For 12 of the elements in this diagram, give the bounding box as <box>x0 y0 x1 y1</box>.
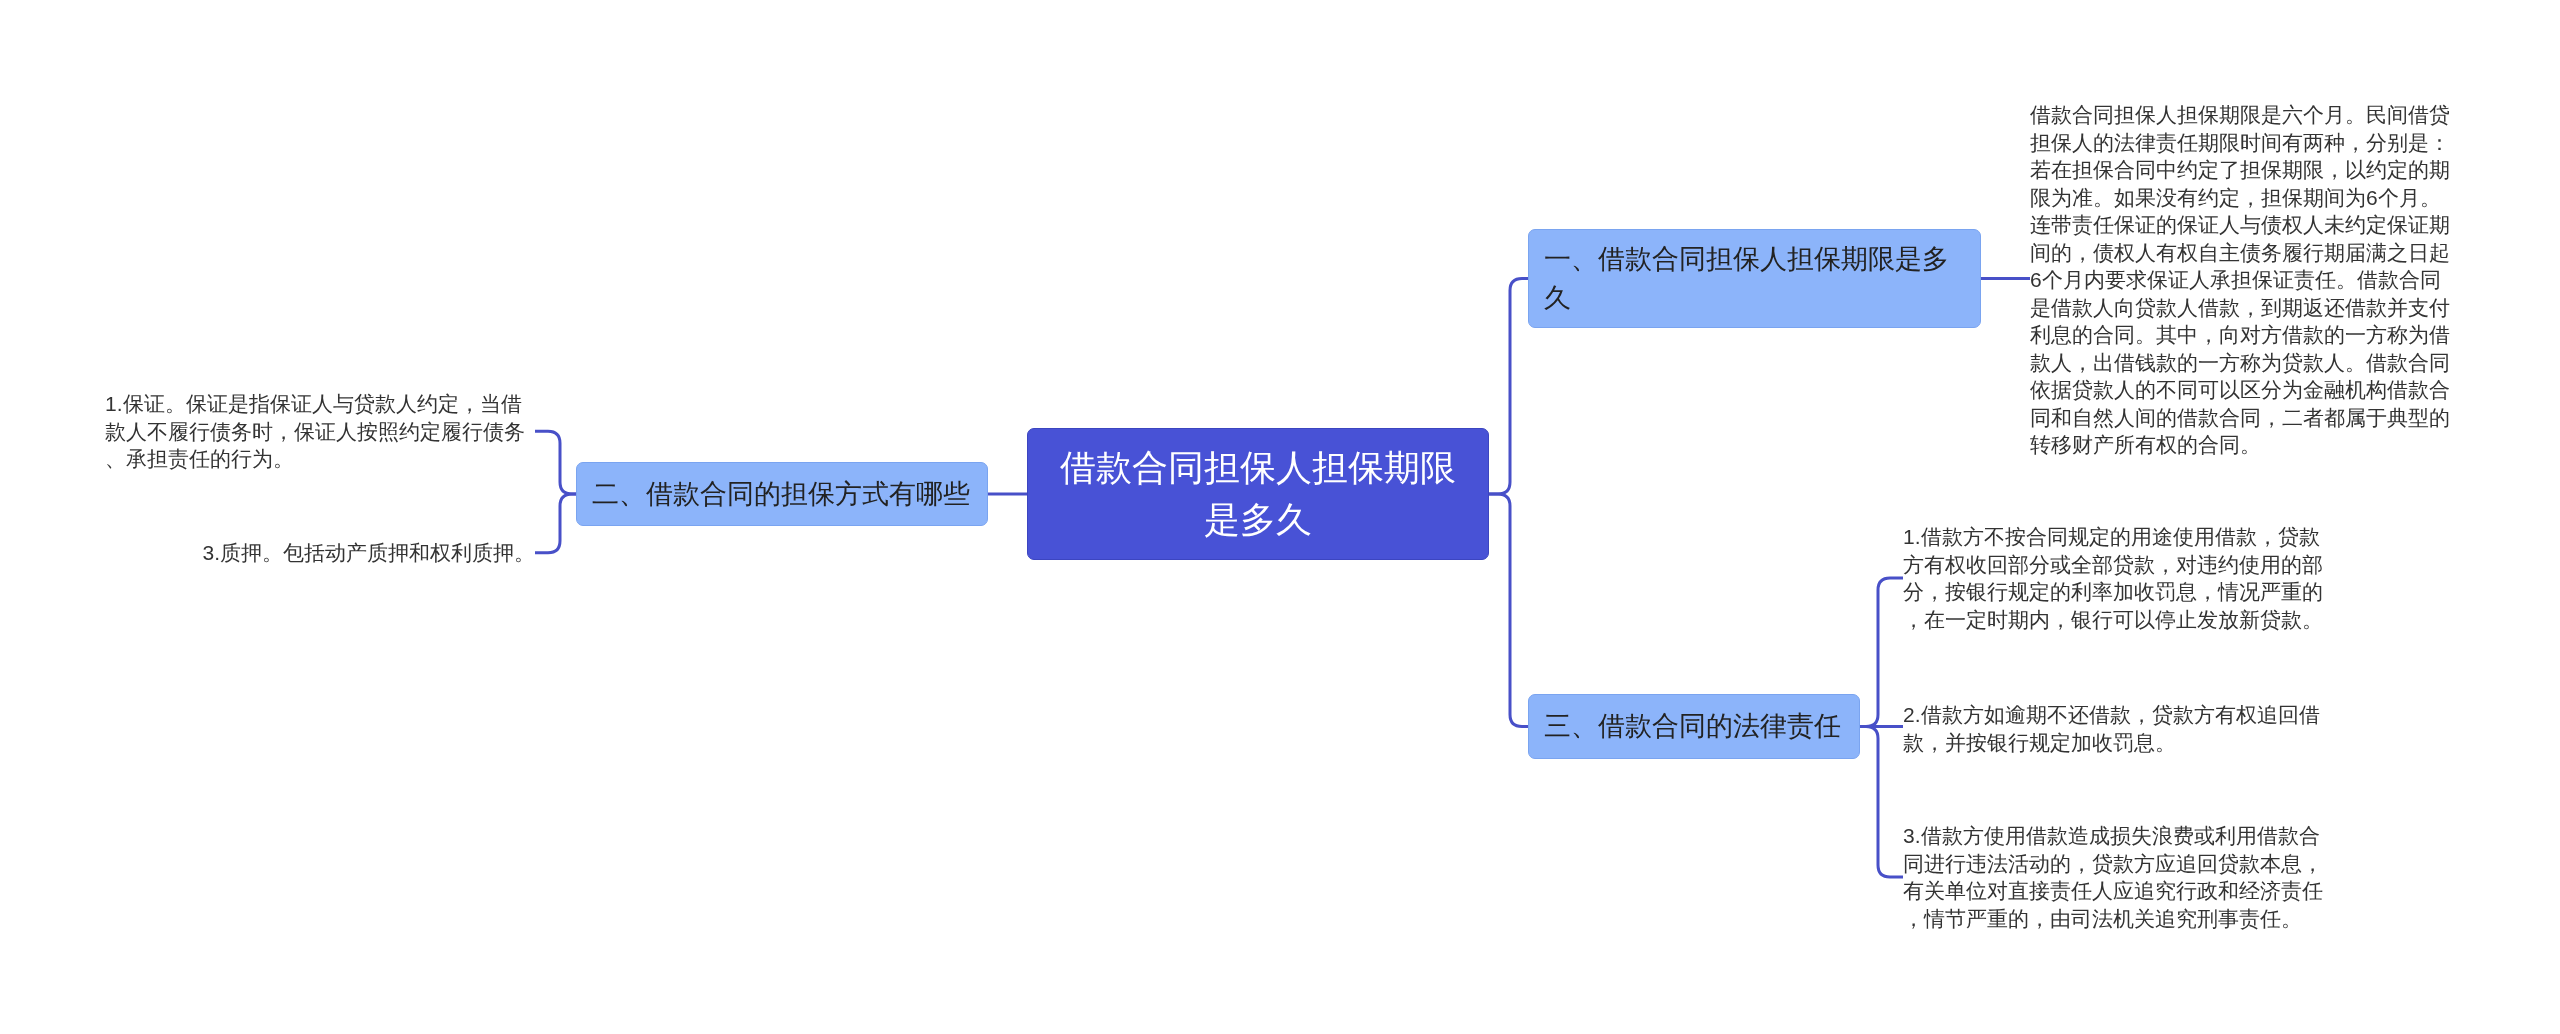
connector-line <box>988 492 1027 496</box>
topic-box: 一、借款合同担保人担保期限是多久 <box>1528 229 1981 328</box>
note-text: 2.借款方如逾期不还借款，贷款方有权追回借款，并按银行规定加收罚息。 <box>1903 701 2333 756</box>
note-text: 1.借款方不按合同规定的用途使用借款，贷款方有权收回部分或全部贷款，对违约使用的部分，按银行规定的利率加收罚息，情况严重的，在一定时期内，银行可以停止发放新贷款。 <box>1903 523 2333 633</box>
note-text: 3.质押。包括动产质押和权利质押。 <box>202 539 535 567</box>
connector-line <box>1981 277 2030 280</box>
central-topic-box: 借款合同担保人担保期限是多久 <box>1027 428 1489 560</box>
topic-box: 二、借款合同的担保方式有哪些 <box>576 462 988 526</box>
note-text: 1.保证。保证是指保证人与贷款人约定，当借款人不履行债务时，保证人按照约定履行债务、承担责任的行为。 <box>105 390 535 473</box>
note-text: 借款合同担保人担保期限是六个月。民间借贷担保人的法律责任期限时间有两种，分别是：若在担保合同中约定了担保期限，以约定的期限为准。如果没有约定，担保期间为6个月。连带责任保证的保证人与债权人未约定保证期间的，债权人有权自主债务履行期届满之日起6个月内要求保证人承担保证责任。借款合同是借款人向贷款人借款，到期返还借款并支付利息的合同。其中，向对方借款的一方称为借款人，出借钱款的一方称为贷款人。借款合同依据贷款人的不同可以区分为金融机构借款合同和自然人间的借款合同，二者都属于典型的转移财产所有权的合同。 <box>2030 101 2460 459</box>
topic-box: 三、借款合同的法律责任 <box>1528 694 1860 759</box>
note-text: 3.借款方使用借款造成损失浪费或利用借款合同进行违法活动的，贷款方应追回贷款本息，有关单位对直接责任人应追究行政和经济责任，情节严重的，由司法机关追究刑事责任。 <box>1903 822 2333 932</box>
